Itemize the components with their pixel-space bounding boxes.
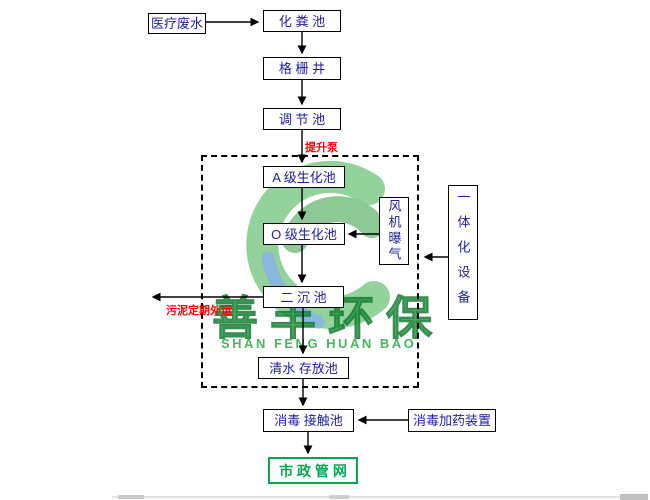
node-grade-o-biochemical-tank: O 级生化池 xyxy=(263,223,345,245)
integrated-equipment-boundary xyxy=(201,155,419,388)
node-secondary-sedimentation-tank: 二 沉 池 xyxy=(263,286,344,308)
page-edge-artifact xyxy=(620,494,648,500)
node-clear-water-storage-tank: 清水 存放池 xyxy=(258,357,349,379)
node-regulating-tank: 调 节 池 xyxy=(263,108,341,130)
node-integrated-equipment: 一体化设备 xyxy=(448,185,478,320)
node-municipal-pipe-network: 市 政 管 网 xyxy=(268,457,358,484)
sludge-out-label: 污泥定期外运 xyxy=(166,305,232,317)
node-fan-aeration: 风机曝气 xyxy=(379,197,409,265)
node-disinfection-dosing-device: 消毒加药装置 xyxy=(408,409,496,432)
node-disinfection-contact-tank: 消毒 接触池 xyxy=(263,409,354,432)
lift-pump-label: 提升泵 xyxy=(305,142,338,154)
node-septic-tank: 化 粪 池 xyxy=(263,10,341,32)
page-edge-artifact xyxy=(118,495,144,499)
node-grade-a-biochemical-tank: A 级生化池 xyxy=(263,166,345,188)
page-edge-artifact xyxy=(329,495,349,499)
page-edge-line xyxy=(112,496,648,498)
node-grid-well: 格 栅 井 xyxy=(263,57,341,80)
node-medical-wastewater: 医疗废水 xyxy=(148,13,206,34)
